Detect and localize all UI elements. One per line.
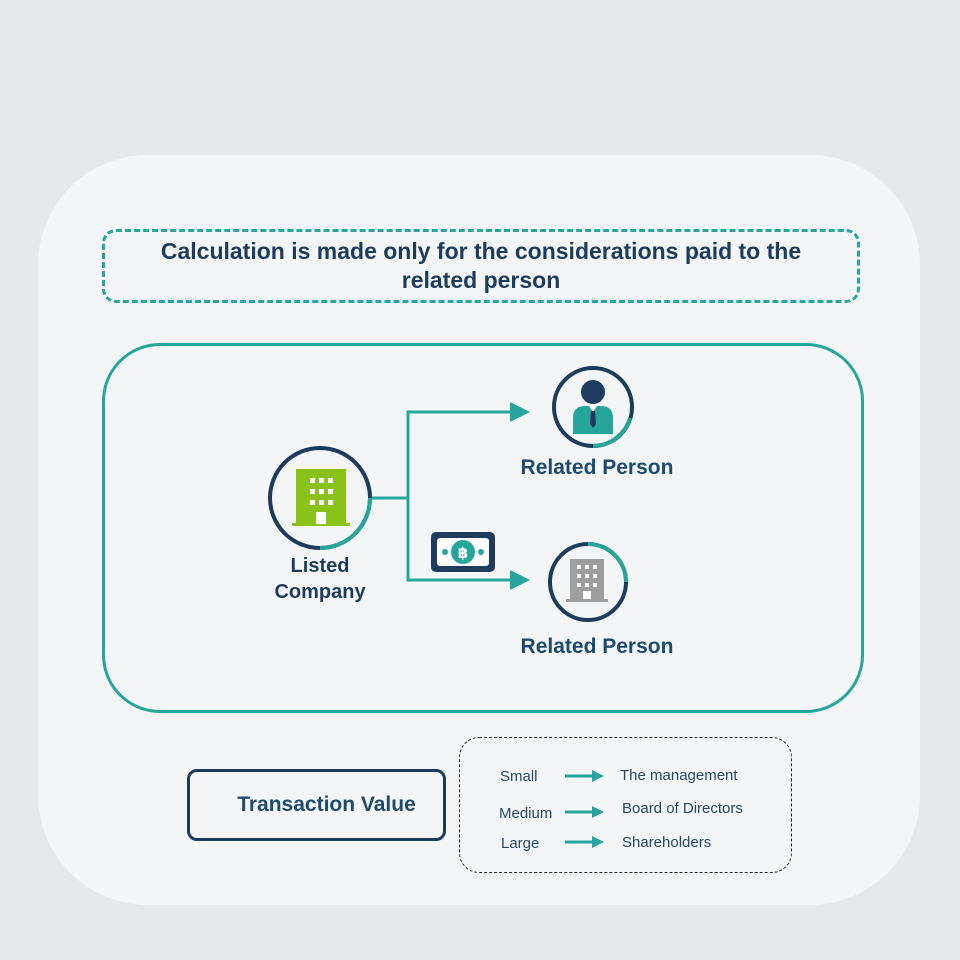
- related-person-label: Related Person: [520, 456, 674, 479]
- flow-container: [102, 343, 864, 713]
- transaction-value-label: Transaction Value: [237, 793, 416, 816]
- arrow-to-person-icon: [510, 402, 530, 422]
- calculation-note-box: Calculation is made only for the conside…: [102, 229, 860, 303]
- listed-company-icon: [268, 446, 372, 550]
- calculation-note-text: Calculation is made only for the conside…: [160, 238, 802, 293]
- legend-approver-management: The management: [620, 767, 738, 784]
- legend-size-medium: Medium: [499, 805, 553, 822]
- legend-approver-shareholders: Shareholders: [622, 834, 712, 851]
- diagram-card: [38, 155, 920, 905]
- legend-size-large: Large: [501, 835, 540, 852]
- legend-arrow-medium-icon: [592, 806, 604, 818]
- businessman-icon: [552, 366, 634, 448]
- legend-arrow-small-icon: [592, 770, 604, 782]
- listed-company-label: Listed Company: [274, 555, 366, 603]
- legend-size-small: Small: [500, 768, 538, 785]
- related-person-label: Related Person: [520, 635, 674, 658]
- baht-banknote-icon: ฿: [431, 532, 495, 572]
- arrow-to-company-icon: [510, 570, 530, 590]
- building-icon: [548, 542, 628, 622]
- svg-text:฿: ฿: [458, 544, 468, 562]
- legend-arrows: [565, 770, 604, 848]
- approval-legend: [459, 737, 792, 873]
- legend-arrow-large-icon: [592, 836, 604, 848]
- connector-lines: [372, 402, 530, 590]
- transaction-value-box: Transaction Value: [187, 769, 446, 841]
- legend-approver-board: Board of Directors: [622, 800, 743, 817]
